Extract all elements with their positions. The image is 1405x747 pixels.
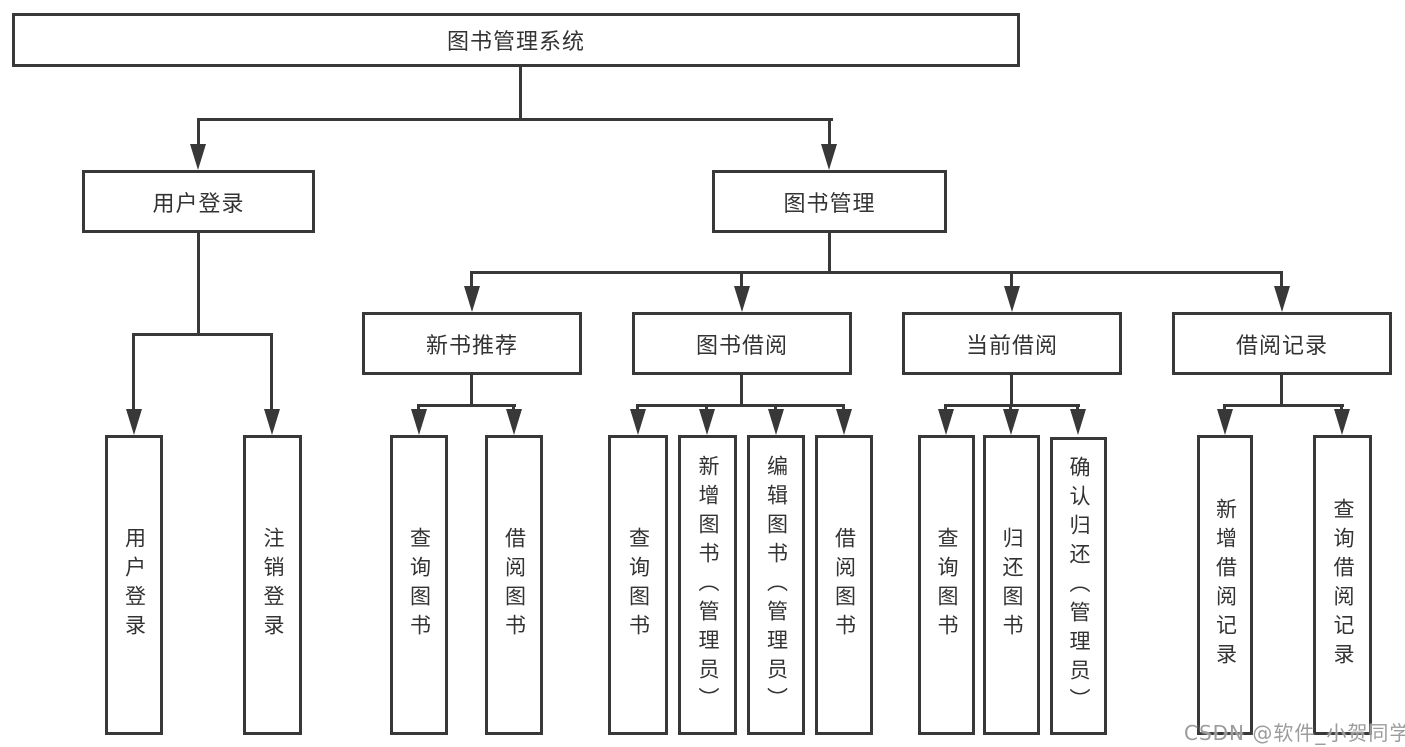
leaf-add-book-admin: 新增图书（管理员） [678,435,737,735]
leaf-user-login-label: 用户登录 [122,527,147,643]
leaf-query-books-recommend-label: 查询图书 [407,527,432,643]
leaf-edit-book-admin: 编辑图书（管理员） [747,435,805,735]
arrow-down-icon [768,409,784,435]
connector-line [1010,375,1013,407]
leaf-borrow-books-recommend: 借阅图书 [485,435,543,735]
connector-line [636,404,639,412]
arrow-down-icon [264,409,280,435]
leaf-query-books-current-label: 查询图书 [935,527,960,643]
arrow-down-icon [464,286,480,312]
node-current-borrow: 当前借阅 [902,312,1122,375]
connector-line [828,233,831,274]
arrow-down-icon [699,409,715,435]
connector-line [512,404,515,412]
leaf-query-borrow-record: 查询借阅记录 [1313,435,1372,735]
leaf-user-login: 用户登录 [105,435,163,735]
leaf-add-borrow-record-label: 新增借阅记录 [1213,498,1238,672]
connector-line [842,404,845,412]
leaf-borrow-books-recommend-label: 借阅图书 [502,527,527,643]
node-root-label: 图书管理系统 [446,30,585,55]
leaf-query-borrow-record-label: 查询借阅记录 [1331,498,1356,672]
leaf-logout: 注销登录 [243,435,302,735]
leaf-query-books-borrow-label: 查询图书 [626,527,651,643]
connector-line [132,333,135,411]
leaf-confirm-return-admin-label: 确认归还（管理员） [1067,455,1092,717]
leaf-add-borrow-record: 新增借阅记录 [1197,435,1253,735]
node-new-book-recommend: 新书推荐 [362,312,582,375]
connector-line [636,404,845,407]
node-new-book-recommend-label: 新书推荐 [425,333,518,359]
leaf-return-book-label: 归还图书 [1000,527,1025,643]
node-user-login-label: 用户登录 [152,191,245,217]
connector-line [470,375,473,407]
connector-line [705,404,708,412]
connector-line [470,271,1283,274]
arrow-down-icon [734,286,750,312]
connector-line [1076,404,1079,412]
arrow-down-icon [1003,409,1019,435]
arrow-down-icon [1070,409,1086,435]
leaf-query-books-recommend: 查询图书 [390,435,448,735]
connector-line [1223,404,1344,407]
connector-line [1010,271,1013,287]
arrow-down-icon [190,144,206,170]
node-borrow-records-label: 借阅记录 [1235,333,1328,359]
node-user-login: 用户登录 [82,170,315,233]
connector-line [197,233,200,335]
connector-line [270,333,273,411]
leaf-confirm-return-admin: 确认归还（管理员） [1050,437,1107,735]
leaf-return-book: 归还图书 [983,435,1040,735]
arrow-down-icon [821,144,837,170]
arrow-down-icon [938,409,954,435]
arrow-down-icon [836,409,852,435]
node-book-management-label: 图书管理 [783,191,876,217]
connector-line [944,404,1080,407]
node-current-borrow-label: 当前借阅 [965,333,1058,359]
connector-line [774,404,777,412]
csdn-watermark: CSDN @软件_小贺同学 [1184,721,1405,745]
leaf-add-book-admin-label: 新增图书（管理员） [696,454,721,716]
arrow-down-icon [1004,286,1020,312]
leaf-query-books-borrow: 查询图书 [608,435,668,735]
node-borrow-records: 借阅记录 [1172,312,1392,375]
connector-line [1280,375,1283,407]
leaf-query-books-current: 查询图书 [918,435,975,735]
arrow-down-icon [1334,409,1350,435]
leaf-borrow-books-label: 借阅图书 [832,527,857,643]
connector-line [417,404,420,412]
arrow-down-icon [411,409,427,435]
arrow-down-icon [630,409,646,435]
connector-line [417,404,516,407]
node-book-management: 图书管理 [712,170,947,233]
arrow-down-icon [1217,409,1233,435]
connector-line [197,118,200,146]
leaf-borrow-books: 借阅图书 [815,435,873,735]
node-book-borrow-label: 图书借阅 [695,333,788,359]
arrow-down-icon [1274,286,1290,312]
arrow-down-icon [126,409,142,435]
arrow-down-icon [506,409,522,435]
connector-line [519,66,522,120]
connector-line [470,271,473,287]
connector-line [1009,404,1012,412]
node-root: 图书管理系统 [12,13,1020,67]
connector-line [1223,404,1226,412]
connector-line [828,118,831,146]
node-book-borrow: 图书借阅 [632,312,852,375]
connector-line [197,118,833,121]
connector-line [740,375,743,407]
connector-line [132,333,273,336]
leaf-edit-book-admin-label: 编辑图书（管理员） [764,454,789,716]
connector-line [944,404,947,412]
connector-line [1280,271,1283,287]
connector-line [1340,404,1343,412]
connector-line [740,271,743,287]
leaf-logout-label: 注销登录 [261,527,286,643]
